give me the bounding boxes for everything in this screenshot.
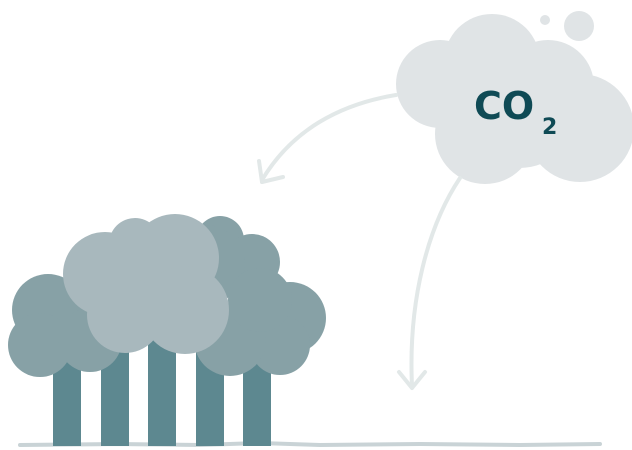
arrow-to-ground bbox=[397, 176, 462, 390]
co2-cloud bbox=[396, 11, 632, 184]
co2-formula: CO bbox=[474, 84, 534, 128]
co2-subscript: 2 bbox=[542, 115, 557, 140]
arrow-to-trees bbox=[257, 93, 398, 184]
ground-line bbox=[18, 440, 602, 448]
tree-canopy-front bbox=[63, 214, 229, 354]
